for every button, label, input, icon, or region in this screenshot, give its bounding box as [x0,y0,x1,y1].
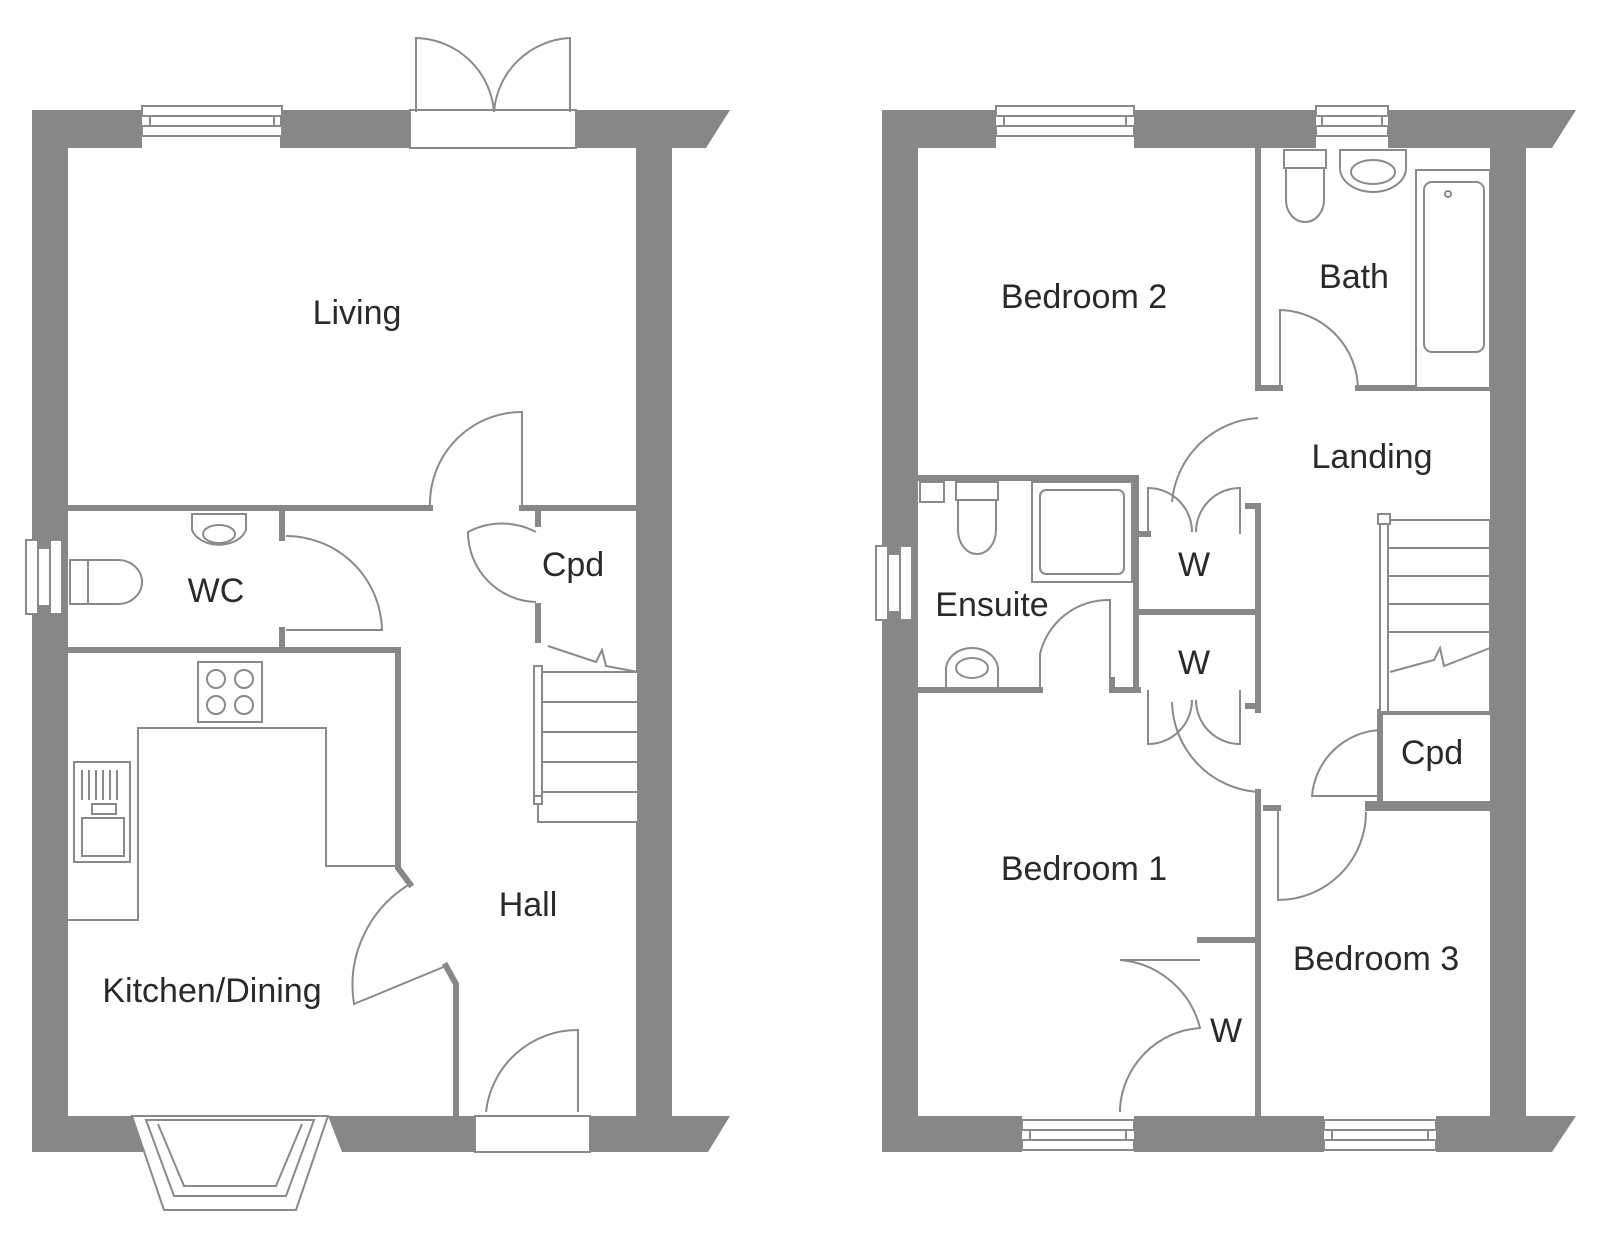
room-label-cpd-first-floor: Cpd [1401,734,1463,772]
first-floor-windows [875,105,1437,1151]
first-floor-labels: Bedroom 2 Bath Landing Ensuite W W Cpd B… [935,258,1463,1050]
room-label-bedroom-3: Bedroom 3 [1293,940,1459,978]
room-label-wardrobe-upper: W [1178,546,1210,584]
bedroom-3-window [1323,1119,1437,1151]
first-floor-stairs [1377,513,1491,713]
ensuite-basin-icon [945,647,999,689]
room-label-wardrobe-middle: W [1178,644,1210,682]
room-label-bedroom-2: Bedroom 2 [1001,278,1167,316]
ground-floor-windows [25,105,330,1211]
wc-toilet-icon [69,559,143,605]
hob-icon [197,661,263,723]
ground-floor-outer-walls [32,110,730,1152]
ground-floor-doors [285,410,537,1006]
bathtub-icon [1415,169,1491,389]
room-label-ensuite: Ensuite [935,586,1048,624]
room-label-bedroom-1: Bedroom 1 [1001,850,1167,888]
ensuite-shelf [919,481,945,503]
first-floor-doors [1039,308,1381,1112]
room-label-wc: WC [188,572,245,610]
room-label-living: Living [313,294,402,332]
first-floor-plan: Bedroom 2 Bath Landing Ensuite W W Cpd B… [875,105,1576,1152]
first-floor-fixtures [919,149,1491,689]
room-label-kitchen-dining: Kitchen/Dining [102,972,321,1010]
room-label-bath: Bath [1319,258,1389,296]
french-doors [409,36,577,149]
bedroom-2-window [995,105,1135,137]
wc-basin-icon [191,513,247,546]
ensuite-window [875,545,913,621]
living-window [141,105,283,137]
room-label-wardrobe-bedroom-1: W [1210,1012,1242,1050]
room-label-landing: Landing [1311,438,1432,476]
first-floor-partitions [915,145,1493,1119]
bath-toilet-icon [1283,149,1327,223]
ground-floor-partitions [65,505,639,1119]
wc-window [25,539,63,615]
kitchen-counter [68,727,398,921]
sink-icon [73,761,131,863]
bath-basin-icon [1339,149,1407,193]
room-label-hall: Hall [499,886,558,924]
bedroom-1-window [1021,1119,1135,1151]
front-door [474,1028,591,1153]
shower-tray-icon [1031,481,1133,583]
ground-floor-stairs [533,645,639,823]
ensuite-toilet-icon [955,481,999,555]
room-label-cpd: Cpd [542,546,604,584]
bath-window [1315,105,1389,137]
bay-window [130,1115,330,1211]
ground-floor-plan: Living WC Cpd Kitchen/Dining Hall [25,36,730,1211]
ground-floor-fixtures [68,513,398,921]
first-floor-outer-walls [882,110,1576,1152]
ground-floor-labels: Living WC Cpd Kitchen/Dining Hall [102,294,604,1010]
